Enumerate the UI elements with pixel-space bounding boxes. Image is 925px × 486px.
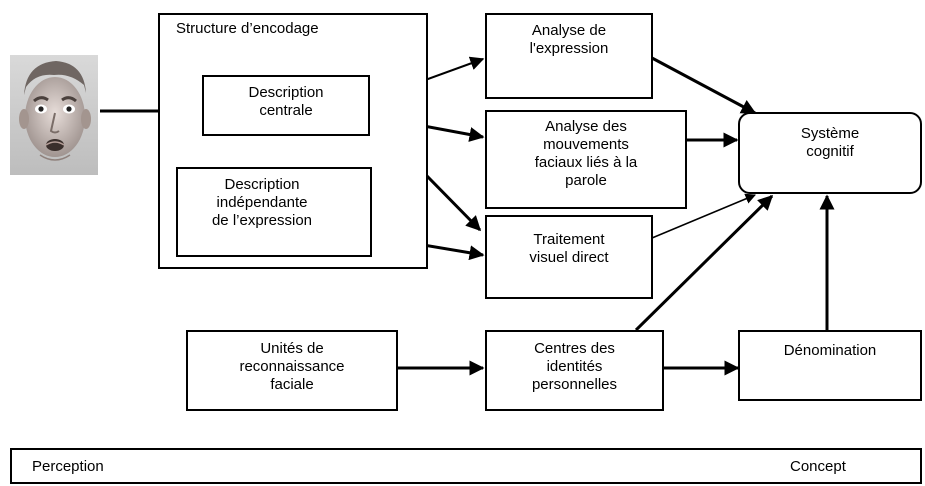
central-description-box xyxy=(202,75,370,136)
lip-movement-analysis-label: Analyse des mouvements faciaux liés à la… xyxy=(534,118,638,189)
cognitive-system-box xyxy=(738,112,922,194)
person-identity-nodes-box xyxy=(485,330,664,411)
direct-visual-processing-label: Traitement visuel direct xyxy=(529,231,609,266)
independent-description-box xyxy=(176,167,372,257)
continuum-right-label: Concept xyxy=(790,458,846,475)
face-recognition-units-box xyxy=(186,330,398,411)
arrow-direct-to-cognitive xyxy=(651,193,756,239)
face-recognition-units-label: Unités de reconnaissance faciale xyxy=(239,340,345,393)
direct-visual-processing-box xyxy=(485,215,653,299)
face-photo xyxy=(10,55,98,175)
encoding-structure-title: Structure d’encodage xyxy=(176,20,319,37)
expression-analysis-label: Analyse de l'expression xyxy=(529,22,609,57)
continuum-left-label: Perception xyxy=(32,458,104,475)
expression-analysis-box xyxy=(485,13,653,99)
person-identity-nodes-label: Centres des identités personnelles xyxy=(531,340,618,393)
continuum-bar xyxy=(10,448,922,484)
arrow-identity-to-cognitive xyxy=(634,194,774,332)
arrow-expression-to-cognitive xyxy=(651,56,757,115)
naming-label: Dénomination xyxy=(783,342,877,359)
central-description-label: Description centrale xyxy=(248,84,324,119)
independent-description-label: Description indépendante de l’expression xyxy=(211,176,313,229)
lip-movement-analysis-box xyxy=(485,110,687,209)
naming-box xyxy=(738,330,922,401)
cognitive-system-label: Système cognitif xyxy=(800,125,860,160)
